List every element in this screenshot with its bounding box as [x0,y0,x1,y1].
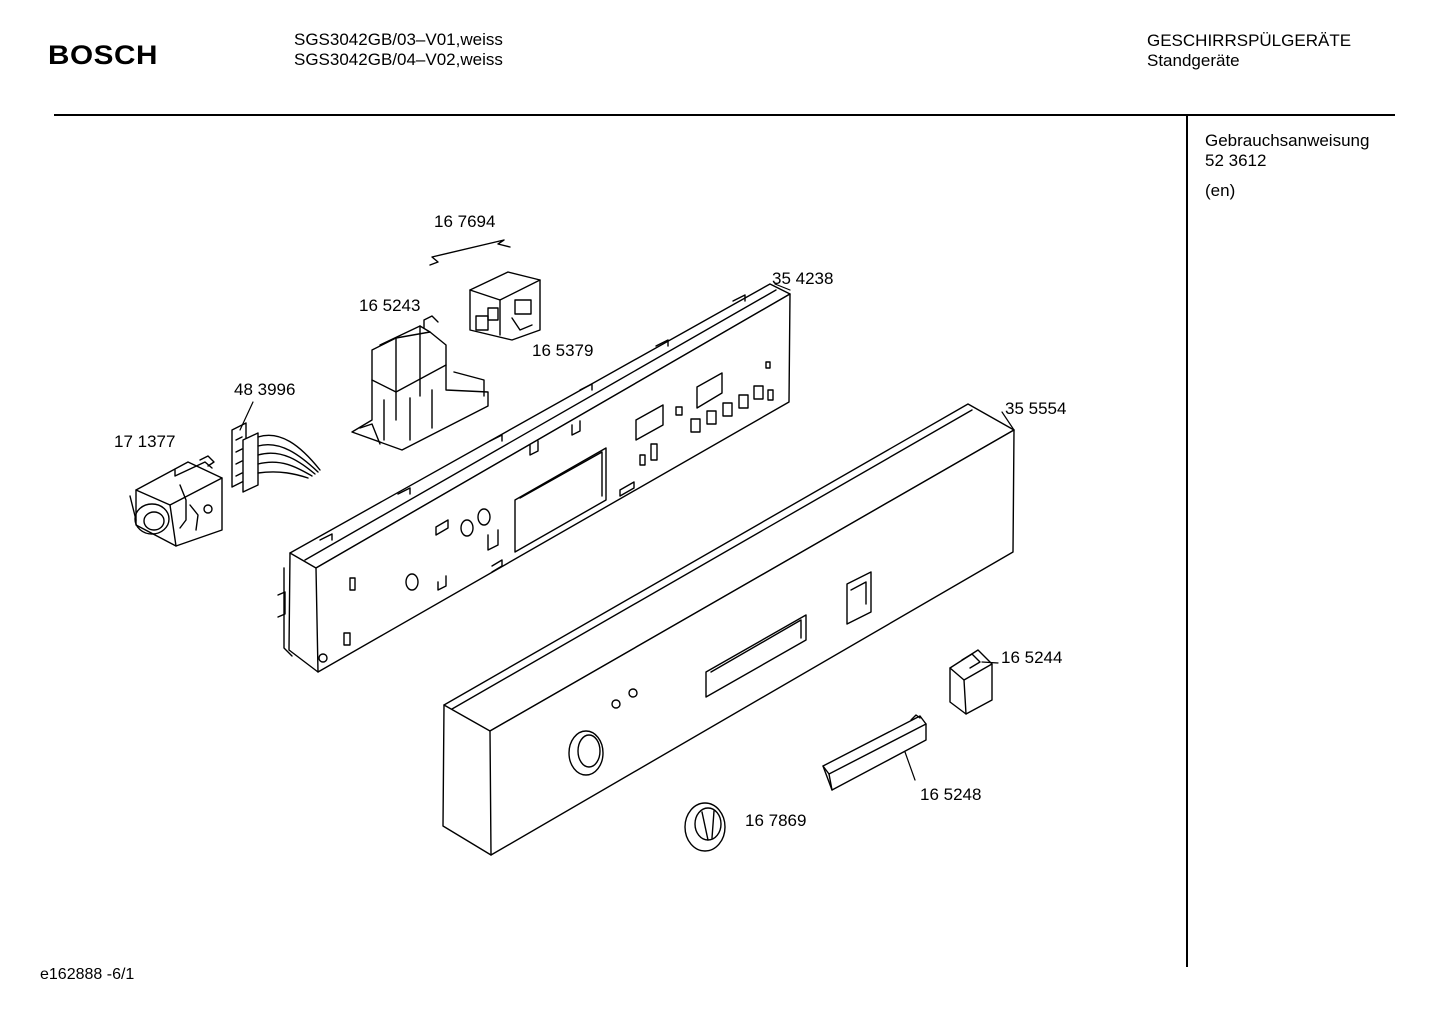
part-number-label: 16 7869 [745,811,807,830]
control-panel-carrier-shape [278,284,790,672]
model-line: SGS3042GB/03–V01,weiss [294,30,503,49]
spring-clip-shape [430,240,510,265]
model-list: SGS3042GB/03–V01,weiss SGS3042GB/04–V02,… [294,30,503,70]
manual-number: 52 3612 [1205,151,1267,170]
model-line: SGS3042GB/04–V02,weiss [294,50,503,69]
part-number-label: 16 5244 [1001,648,1063,667]
sidebar-divider [1186,116,1188,967]
part-number-label: 17 1377 [114,432,176,451]
part-number-label: 16 5379 [532,341,594,360]
part-number-label: 16 5248 [920,785,982,804]
language-code: (en) [1205,181,1236,200]
switch-block-shape [470,272,540,340]
wire-harness-shape [232,423,320,492]
category-subtitle: Standgeräte [1147,51,1240,70]
programmer-shape [130,456,222,546]
category-title: GESCHIRRSPÜLGERÄTE [1147,31,1352,50]
manual-reference: Gebrauchsanweisung 52 3612 [1205,131,1369,171]
switch-holder-shape [352,316,488,450]
leader-lines [240,284,1014,780]
part-number-label: 35 5554 [1005,399,1067,418]
part-number-label: 16 5243 [359,296,421,315]
part-number-label: 48 3996 [234,380,296,399]
drawing-id: e162888 -6/1 [40,966,135,983]
knob-shape [685,803,725,851]
push-button-shape [950,650,992,714]
brand-logo: BOSCH [48,40,159,70]
part-number-label: 16 7694 [434,212,496,231]
header-divider [54,114,1395,116]
part-number-label: 35 4238 [772,269,834,288]
display-cover-shape [823,715,926,790]
appliance-category: GESCHIRRSPÜLGERÄTE Standgeräte [1147,31,1351,71]
manual-title: Gebrauchsanweisung [1205,131,1370,150]
